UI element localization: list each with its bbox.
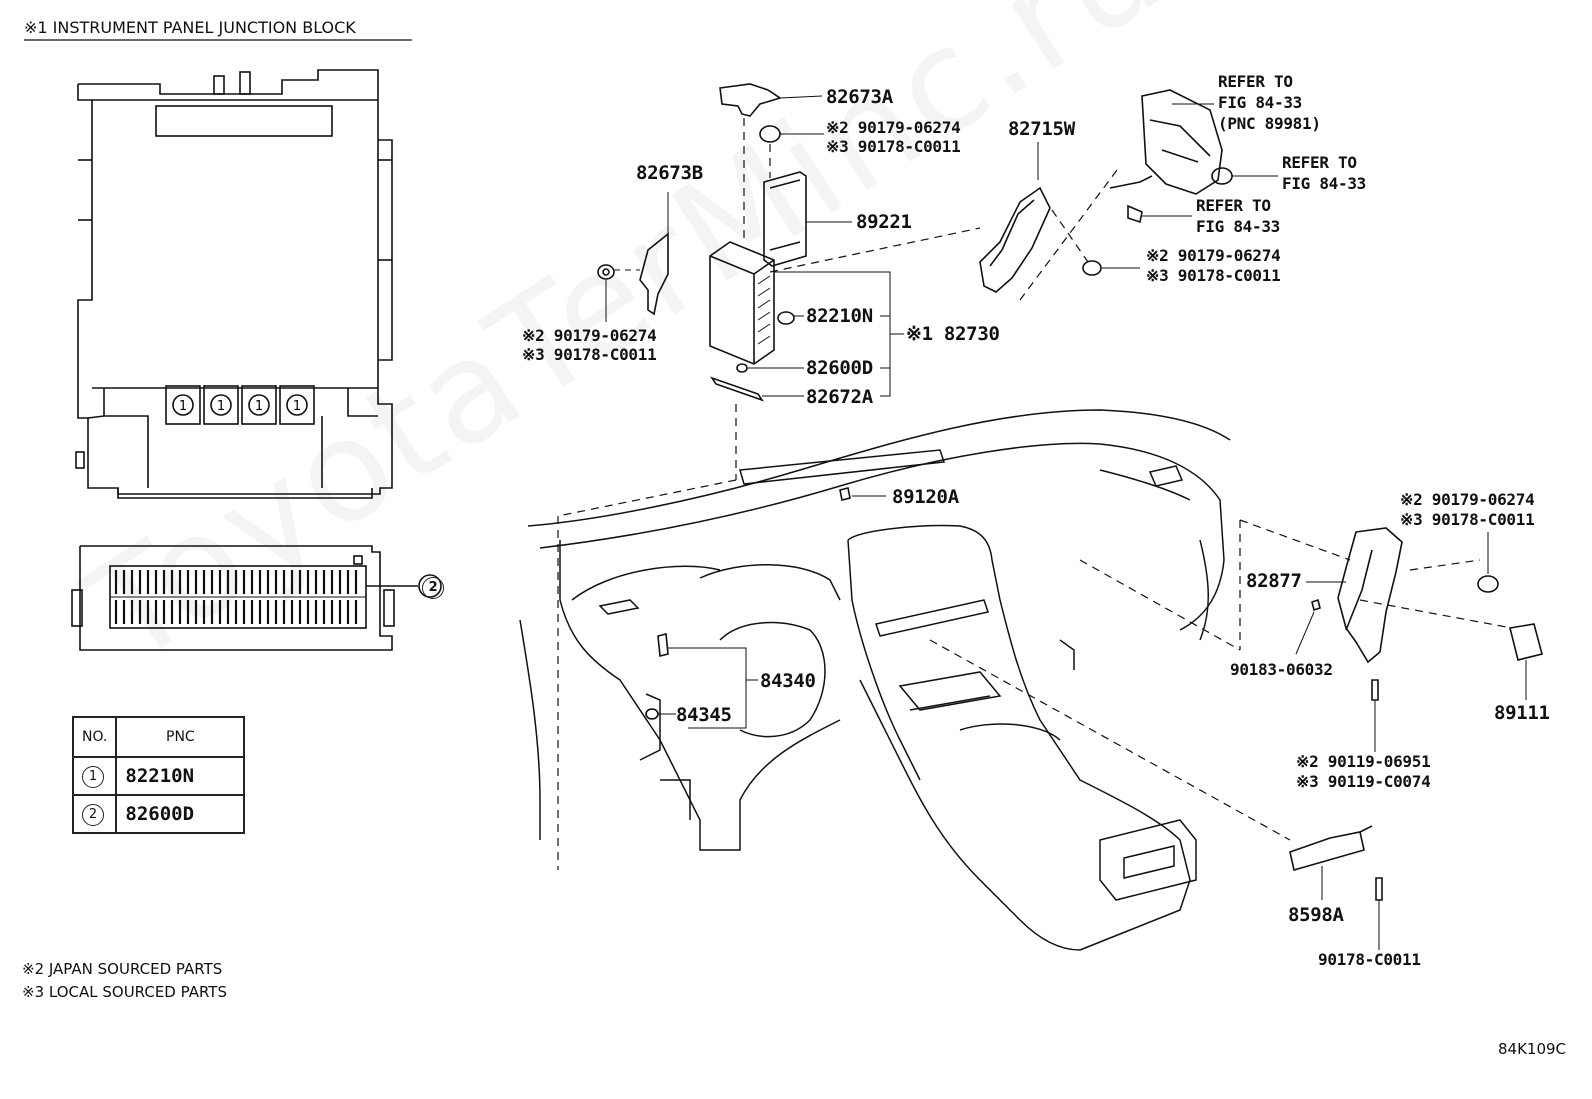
part-label-clip-top-1[interactable]: ※2 90179-06274 <box>826 118 961 137</box>
refer-fig-bolt-line1[interactable]: REFER TO <box>1196 196 1271 215</box>
note-local-sourced: ※3 LOCAL SOURCED PARTS <box>22 983 227 1001</box>
refer-fig-pnc89981-line3[interactable]: (PNC 89981) <box>1218 114 1321 133</box>
part-label-82672a[interactable]: 82672A <box>806 386 873 408</box>
row-number-badge: 1 <box>82 765 104 788</box>
pnc-table: NO. PNC 1 82210N 2 82600D <box>71 716 246 834</box>
junction-block-side <box>71 545 442 651</box>
part-label-clip-right-1[interactable]: ※2 90179-06274 <box>1146 246 1281 265</box>
part-label-89120a[interactable]: 89120A <box>892 486 959 508</box>
callout-1-number: 1 <box>179 399 187 414</box>
part-label-84345[interactable]: 84345 <box>676 704 732 726</box>
table-header-row: NO. PNC <box>71 716 246 758</box>
callout-2-circle: 2 <box>422 576 444 599</box>
note-japan-sourced: ※2 JAPAN SOURCED PARTS <box>22 960 223 978</box>
part-label-clip-top-2[interactable]: ※3 90178-C0011 <box>826 137 961 156</box>
part-label-clip-far-right-1[interactable]: ※2 90179-06274 <box>1400 490 1535 509</box>
table-row: 2 82600D <box>71 794 246 834</box>
part-label-clip-far-right-2[interactable]: ※3 90178-C0011 <box>1400 510 1535 529</box>
part-label-82715w[interactable]: 82715W <box>1008 118 1075 140</box>
refer-fig-pnc89981-line1[interactable]: REFER TO <box>1218 72 1293 91</box>
part-label-82600d[interactable]: 82600D <box>806 357 873 379</box>
part-label-82673b[interactable]: 82673B <box>636 162 703 184</box>
refer-fig-clip-line2[interactable]: FIG 84-33 <box>1282 174 1366 193</box>
callout-1-number: 1 <box>217 399 225 414</box>
refer-fig-clip-line1[interactable]: REFER TO <box>1282 153 1357 172</box>
part-label-82877[interactable]: 82877 <box>1246 570 1302 592</box>
table-cell-no: 2 <box>71 794 118 834</box>
part-label-bolt-right-1[interactable]: ※2 90119-06951 <box>1296 752 1431 771</box>
part-label-82673a[interactable]: 82673A <box>826 86 893 108</box>
part-label-bolt-right-2[interactable]: ※3 90119-C0074 <box>1296 772 1431 791</box>
part-label-clip-left-2[interactable]: ※3 90178-C0011 <box>522 345 657 364</box>
part-label-8598a[interactable]: 8598A <box>1288 904 1344 926</box>
part-label-90183-06032[interactable]: 90183-06032 <box>1230 660 1333 679</box>
table-header-no: NO. <box>71 716 118 758</box>
table-header-pnc: PNC <box>115 716 246 758</box>
part-label-82210n[interactable]: 82210N <box>806 305 873 327</box>
table-cell-pnc: 82210N <box>115 756 246 796</box>
callout-1-number: 1 <box>293 399 301 414</box>
callout-2-number: 2 <box>422 577 444 599</box>
table-row: 1 82210N <box>71 756 246 796</box>
row-number-badge: 2 <box>82 803 104 826</box>
table-cell-pnc: 82600D <box>115 794 246 834</box>
diagram-title: ※1 INSTRUMENT PANEL JUNCTION BLOCK <box>24 18 356 37</box>
part-label-90178-c0011[interactable]: 90178-C0011 <box>1318 950 1421 969</box>
figure-code: 84K109C <box>1498 1040 1567 1058</box>
part-label-clip-left-1[interactable]: ※2 90179-06274 <box>522 326 657 345</box>
refer-fig-bolt-line2[interactable]: FIG 84-33 <box>1196 217 1280 236</box>
part-label-84340[interactable]: 84340 <box>760 670 816 692</box>
part-label-clip-right-2[interactable]: ※3 90178-C0011 <box>1146 266 1281 285</box>
table-cell-no: 1 <box>71 756 118 796</box>
refer-fig-pnc89981-line2[interactable]: FIG 84-33 <box>1218 93 1302 112</box>
part-label-82730[interactable]: ※1 82730 <box>906 323 1000 345</box>
part-label-89111[interactable]: 89111 <box>1494 702 1550 724</box>
part-label-89221[interactable]: 89221 <box>856 211 912 233</box>
callout-1-number: 1 <box>255 399 263 414</box>
junction-block-front <box>75 69 393 499</box>
